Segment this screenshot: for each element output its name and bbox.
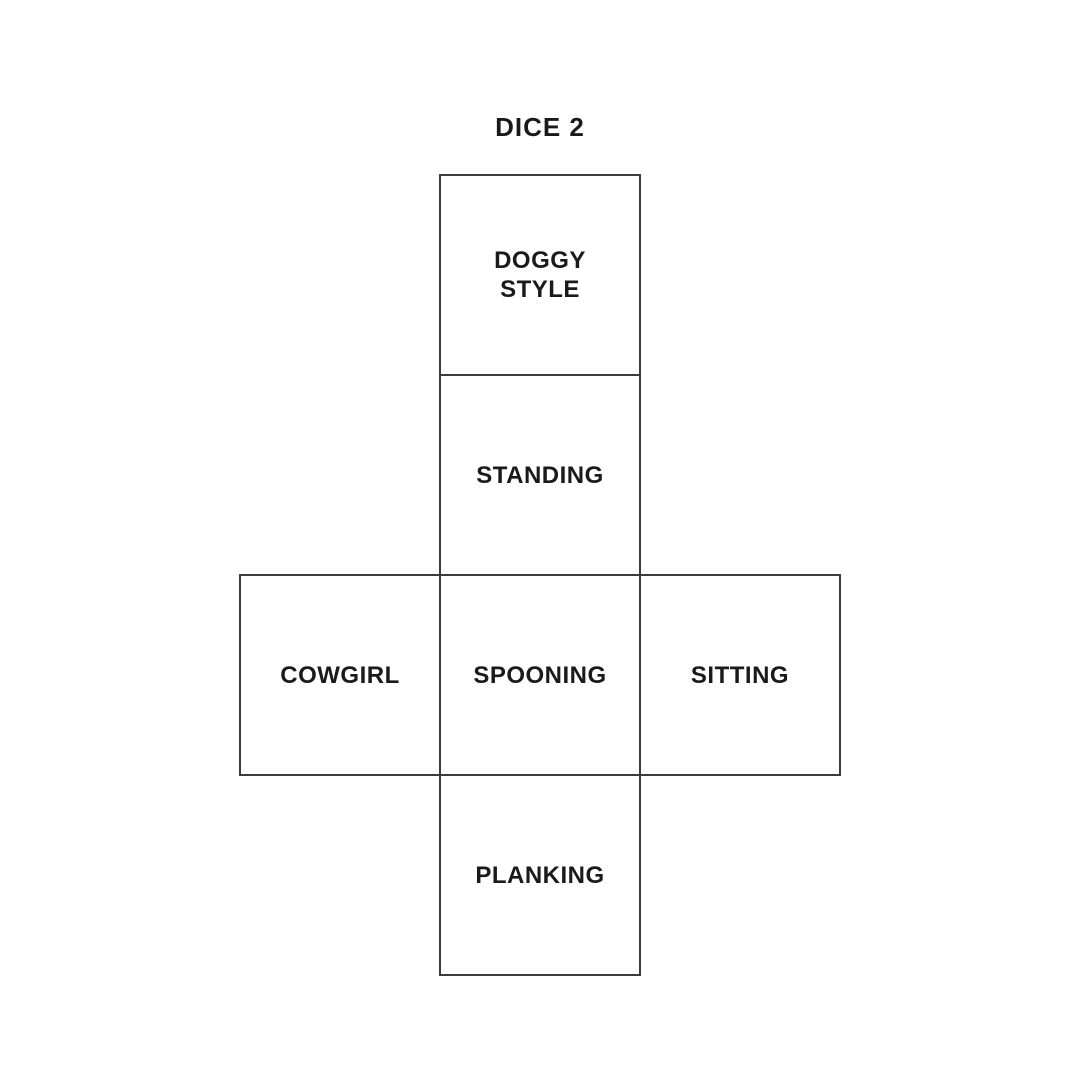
dice-face-label: COWGIRL bbox=[280, 661, 400, 689]
dice-face-label: DOGGY STYLE bbox=[494, 247, 586, 303]
dice-face-center: SPOONING bbox=[439, 574, 641, 776]
dice-face-top: DOGGY STYLE bbox=[439, 174, 641, 376]
dice-face-upper-middle: STANDING bbox=[439, 374, 641, 576]
page-title: DICE 2 bbox=[495, 112, 585, 142]
dice-face-bottom: PLANKING bbox=[439, 774, 641, 976]
dice-face-label: SITTING bbox=[690, 661, 790, 689]
dice-face-middle-left: COWGIRL bbox=[239, 574, 441, 776]
dice-face-middle-right: SITTING bbox=[639, 574, 841, 776]
dice-face-label: SPOONING bbox=[473, 661, 607, 689]
dice-face-label: PLANKING bbox=[475, 861, 605, 889]
dice-face-label: STANDING bbox=[476, 461, 604, 489]
